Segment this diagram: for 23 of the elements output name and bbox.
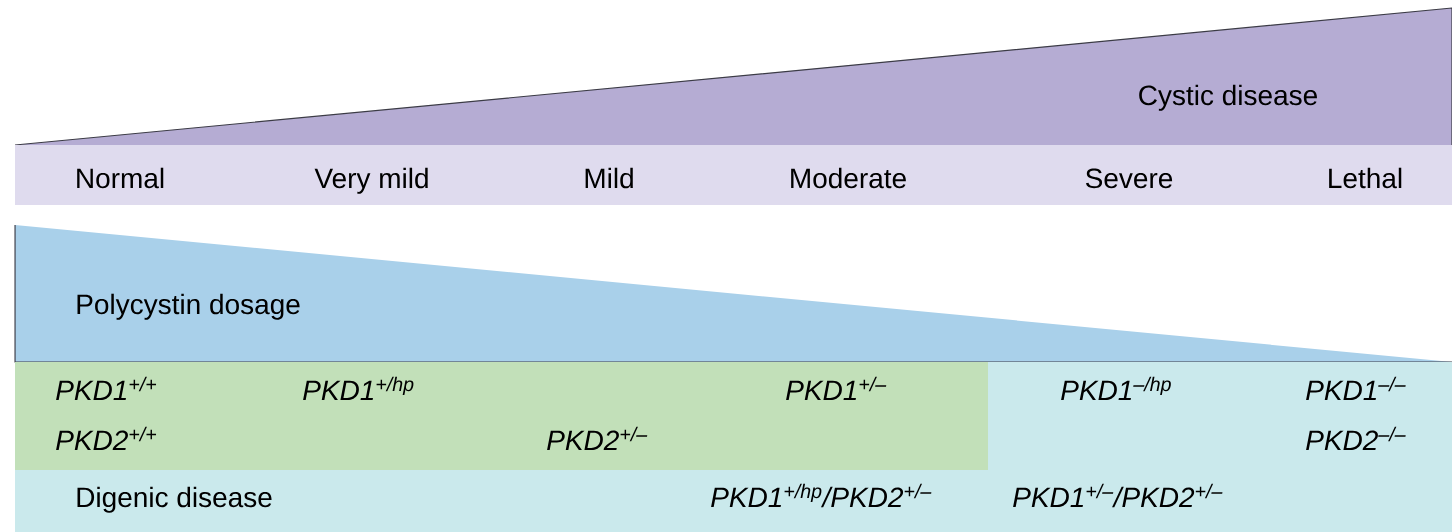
genotype-label: PKD1$^{+/hp}$/PKD2$^{+/–}$ bbox=[711, 483, 932, 508]
region-label: Severe bbox=[1085, 168, 1173, 189]
region-label: Lethal bbox=[1329, 167, 1402, 189]
falling-wedge bbox=[14, 224, 1452, 363]
genotype-panel bbox=[15, 362, 988, 470]
region-label: Mild bbox=[585, 167, 633, 189]
genotype-label: PKD2$^{–/–}$ bbox=[1306, 426, 1406, 450]
region-label: Very mild bbox=[314, 167, 428, 194]
genotype-label: PKD1$^{+/hp}$ bbox=[303, 376, 414, 400]
region-label: Polycystin dosage bbox=[77, 293, 300, 320]
genotype-label: PKD2$^{+/+}$ bbox=[56, 426, 157, 450]
region-label: Moderate bbox=[791, 167, 906, 189]
genotype-label: PKD1$^{+/–}$ bbox=[786, 376, 887, 400]
genotype-label: PKD1$^{–/hp}$ bbox=[1061, 376, 1171, 400]
rising-wedge bbox=[14, 7, 1452, 146]
genotype-label: PKD1$^{–/–}$ bbox=[1306, 376, 1406, 400]
severity-band bbox=[15, 145, 1452, 205]
genotype-label: PKD1$^{+/+}$ bbox=[56, 376, 157, 400]
region-label: Digenic disease bbox=[77, 486, 272, 513]
genotype-label: PKD2$^{+/–}$ bbox=[547, 426, 648, 450]
region-label: Normal bbox=[77, 167, 164, 189]
genotype-label: PKD1$^{+/–}$/PKD2$^{+/–}$ bbox=[1013, 483, 1223, 508]
region-label: Cystic disease bbox=[1139, 84, 1317, 111]
